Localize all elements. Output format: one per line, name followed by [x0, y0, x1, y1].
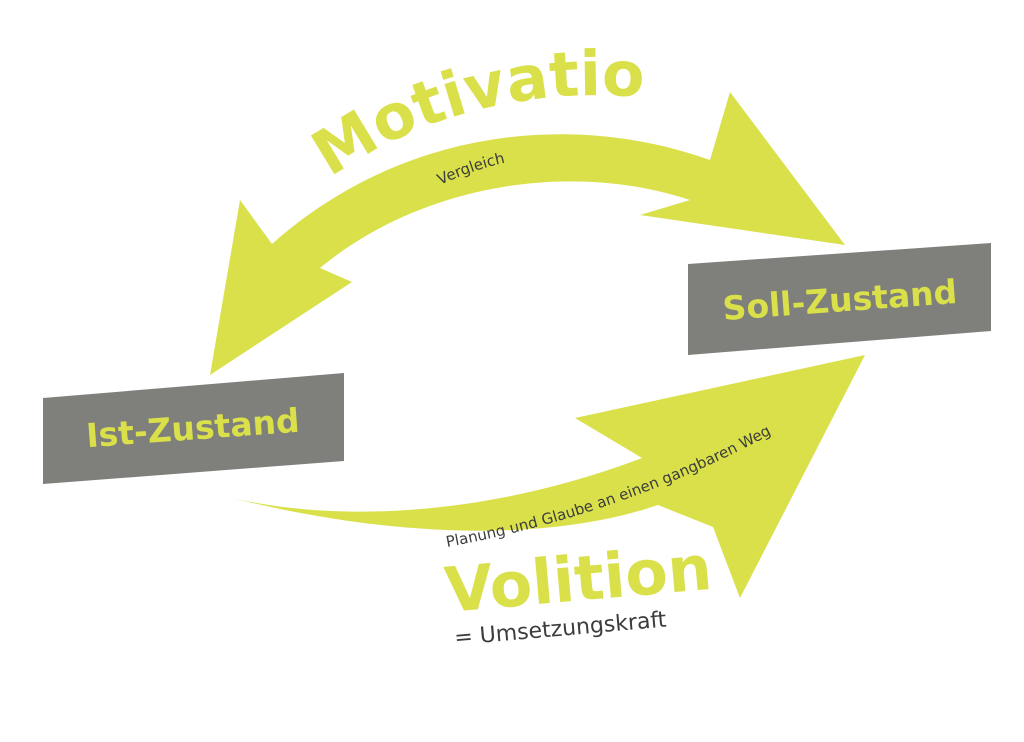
volition-label: Volition	[442, 531, 715, 627]
lower-arrow	[232, 355, 865, 598]
upper-arrow	[210, 92, 845, 375]
ist-zustand-box: Ist-Zustand	[43, 373, 344, 484]
soll-zustand-box: Soll-Zustand	[688, 243, 991, 355]
